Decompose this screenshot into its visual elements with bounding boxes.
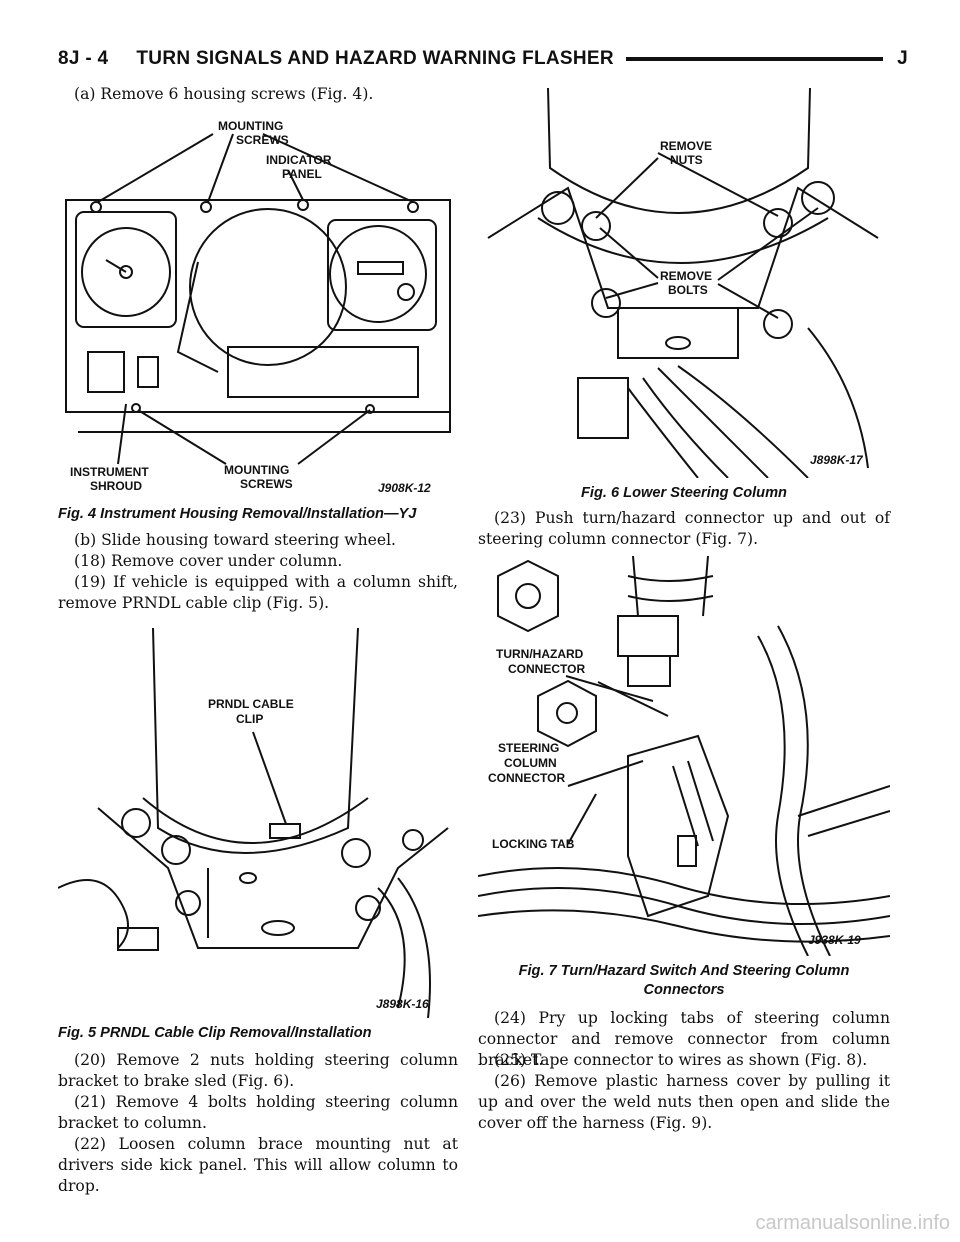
- fig4-code: J908K-12: [378, 481, 431, 495]
- fig7-labels: TURN/HAZARD CONNECTOR STEERING COLUMN CO…: [488, 647, 585, 851]
- fig4-label-mounting-screws-bottom-2: SCREWS: [240, 477, 293, 491]
- step-a: (a) Remove 6 housing screws (Fig. 4).: [74, 85, 374, 103]
- fig4-label-mounting-screws-top-1: MOUNTING: [218, 119, 283, 133]
- fig7-caption-line2: Connectors: [643, 982, 725, 998]
- step-24: (24) Pry up locking tabs of steering col…: [478, 1009, 890, 1069]
- fig7-label-steering-3: CONNECTOR: [488, 771, 565, 785]
- fig4-label-indicator-panel-2: PANEL: [282, 167, 322, 181]
- figure-4: MOUNTING SCREWS INDICATOR PANEL INSTRUME…: [58, 112, 458, 502]
- fig4-drawing: MOUNTING SCREWS INDICATOR PANEL INSTRUME…: [65, 119, 451, 495]
- fig5-labels: PRNDL CABLE CLIP: [208, 697, 294, 726]
- fig5-drawing: PRNDL CABLE CLIP J898K-16: [58, 628, 449, 1018]
- fig6-label-remove-nuts-2: NUTS: [670, 153, 703, 167]
- fig6-label-remove-bolts-2: BOLTS: [668, 283, 708, 297]
- watermark: carmanualsonline.info: [755, 1212, 950, 1234]
- header-rule: [625, 57, 884, 61]
- fig4-label-indicator-panel-1: INDICATOR: [266, 153, 332, 167]
- section-letter: J: [897, 48, 908, 69]
- fig4-label-mounting-screws-bottom-1: MOUNTING: [224, 463, 289, 477]
- page-number: 8J - 4: [58, 48, 109, 69]
- fig7-label-steering-2: COLUMN: [504, 756, 557, 770]
- fig4-caption: Fig. 4 Instrument Housing Removal/Instal…: [58, 506, 417, 522]
- step-25: (25) Tape connector to wires as shown (F…: [494, 1051, 868, 1069]
- fig6-code: J898K-17: [810, 453, 864, 467]
- step-b: (b) Slide housing toward steering wheel.: [74, 531, 397, 549]
- fig4-labels: MOUNTING SCREWS INDICATOR PANEL INSTRUME…: [70, 119, 332, 493]
- fig7-label-locking-tab: LOCKING TAB: [492, 837, 575, 851]
- fig7-code: J938K-19: [808, 933, 861, 947]
- fig7-label-turn-hazard-2: CONNECTOR: [508, 662, 585, 676]
- fig7-caption: Fig. 7 Turn/Hazard Switch And Steering C…: [478, 962, 890, 1000]
- figure-5: PRNDL CABLE CLIP J898K-16: [58, 628, 458, 1018]
- fig4-label-mounting-screws-top-2: SCREWS: [236, 133, 289, 147]
- step-19: (19) If vehicle is equipped with a colum…: [58, 573, 458, 612]
- step-21: (21) Remove 4 bolts holding steering col…: [58, 1093, 458, 1132]
- fig7-label-turn-hazard-1: TURN/HAZARD: [496, 647, 584, 661]
- fig7-caption-line1: Fig. 7 Turn/Hazard Switch And Steering C…: [518, 963, 850, 979]
- figure-6: REMOVE NUTS REMOVE BOLTS J898K-17: [478, 88, 890, 478]
- fig6-label-remove-nuts-1: REMOVE: [660, 139, 712, 153]
- fig6-label-remove-bolts-1: REMOVE: [660, 269, 712, 283]
- fig7-label-steering-1: STEERING: [498, 741, 559, 755]
- fig5-caption: Fig. 5 PRNDL Cable Clip Removal/Installa…: [58, 1025, 372, 1041]
- fig5-label-prndl-2: CLIP: [236, 712, 263, 726]
- fig7-drawing: TURN/HAZARD CONNECTOR STEERING COLUMN CO…: [478, 556, 890, 956]
- step-22: (22) Loosen column brace mounting nut at…: [58, 1135, 458, 1195]
- fig6-caption: Fig. 6 Lower Steering Column: [581, 485, 787, 501]
- step-18: (18) Remove cover under column.: [74, 552, 343, 570]
- page-header: 8J - 4 TURN SIGNALS AND HAZARD WARNING F…: [58, 44, 908, 74]
- step-20: (20) Remove 2 nuts holding steering colu…: [58, 1051, 458, 1090]
- fig4-label-instrument-shroud-2: SHROUD: [90, 479, 142, 493]
- fig6-drawing: REMOVE NUTS REMOVE BOLTS J898K-17: [487, 88, 879, 478]
- step-23: (23) Push turn/hazard connector up and o…: [478, 509, 890, 548]
- section-title: TURN SIGNALS AND HAZARD WARNING FLASHER: [136, 48, 614, 69]
- fig5-label-prndl-1: PRNDL CABLE: [208, 697, 294, 711]
- fig6-labels: REMOVE NUTS REMOVE BOLTS: [660, 139, 712, 297]
- step-26: (26) Remove plastic harness cover by pul…: [478, 1072, 890, 1132]
- fig4-label-instrument-shroud-1: INSTRUMENT: [70, 465, 149, 479]
- figure-7: TURN/HAZARD CONNECTOR STEERING COLUMN CO…: [478, 556, 890, 956]
- fig5-code: J898K-16: [376, 997, 429, 1011]
